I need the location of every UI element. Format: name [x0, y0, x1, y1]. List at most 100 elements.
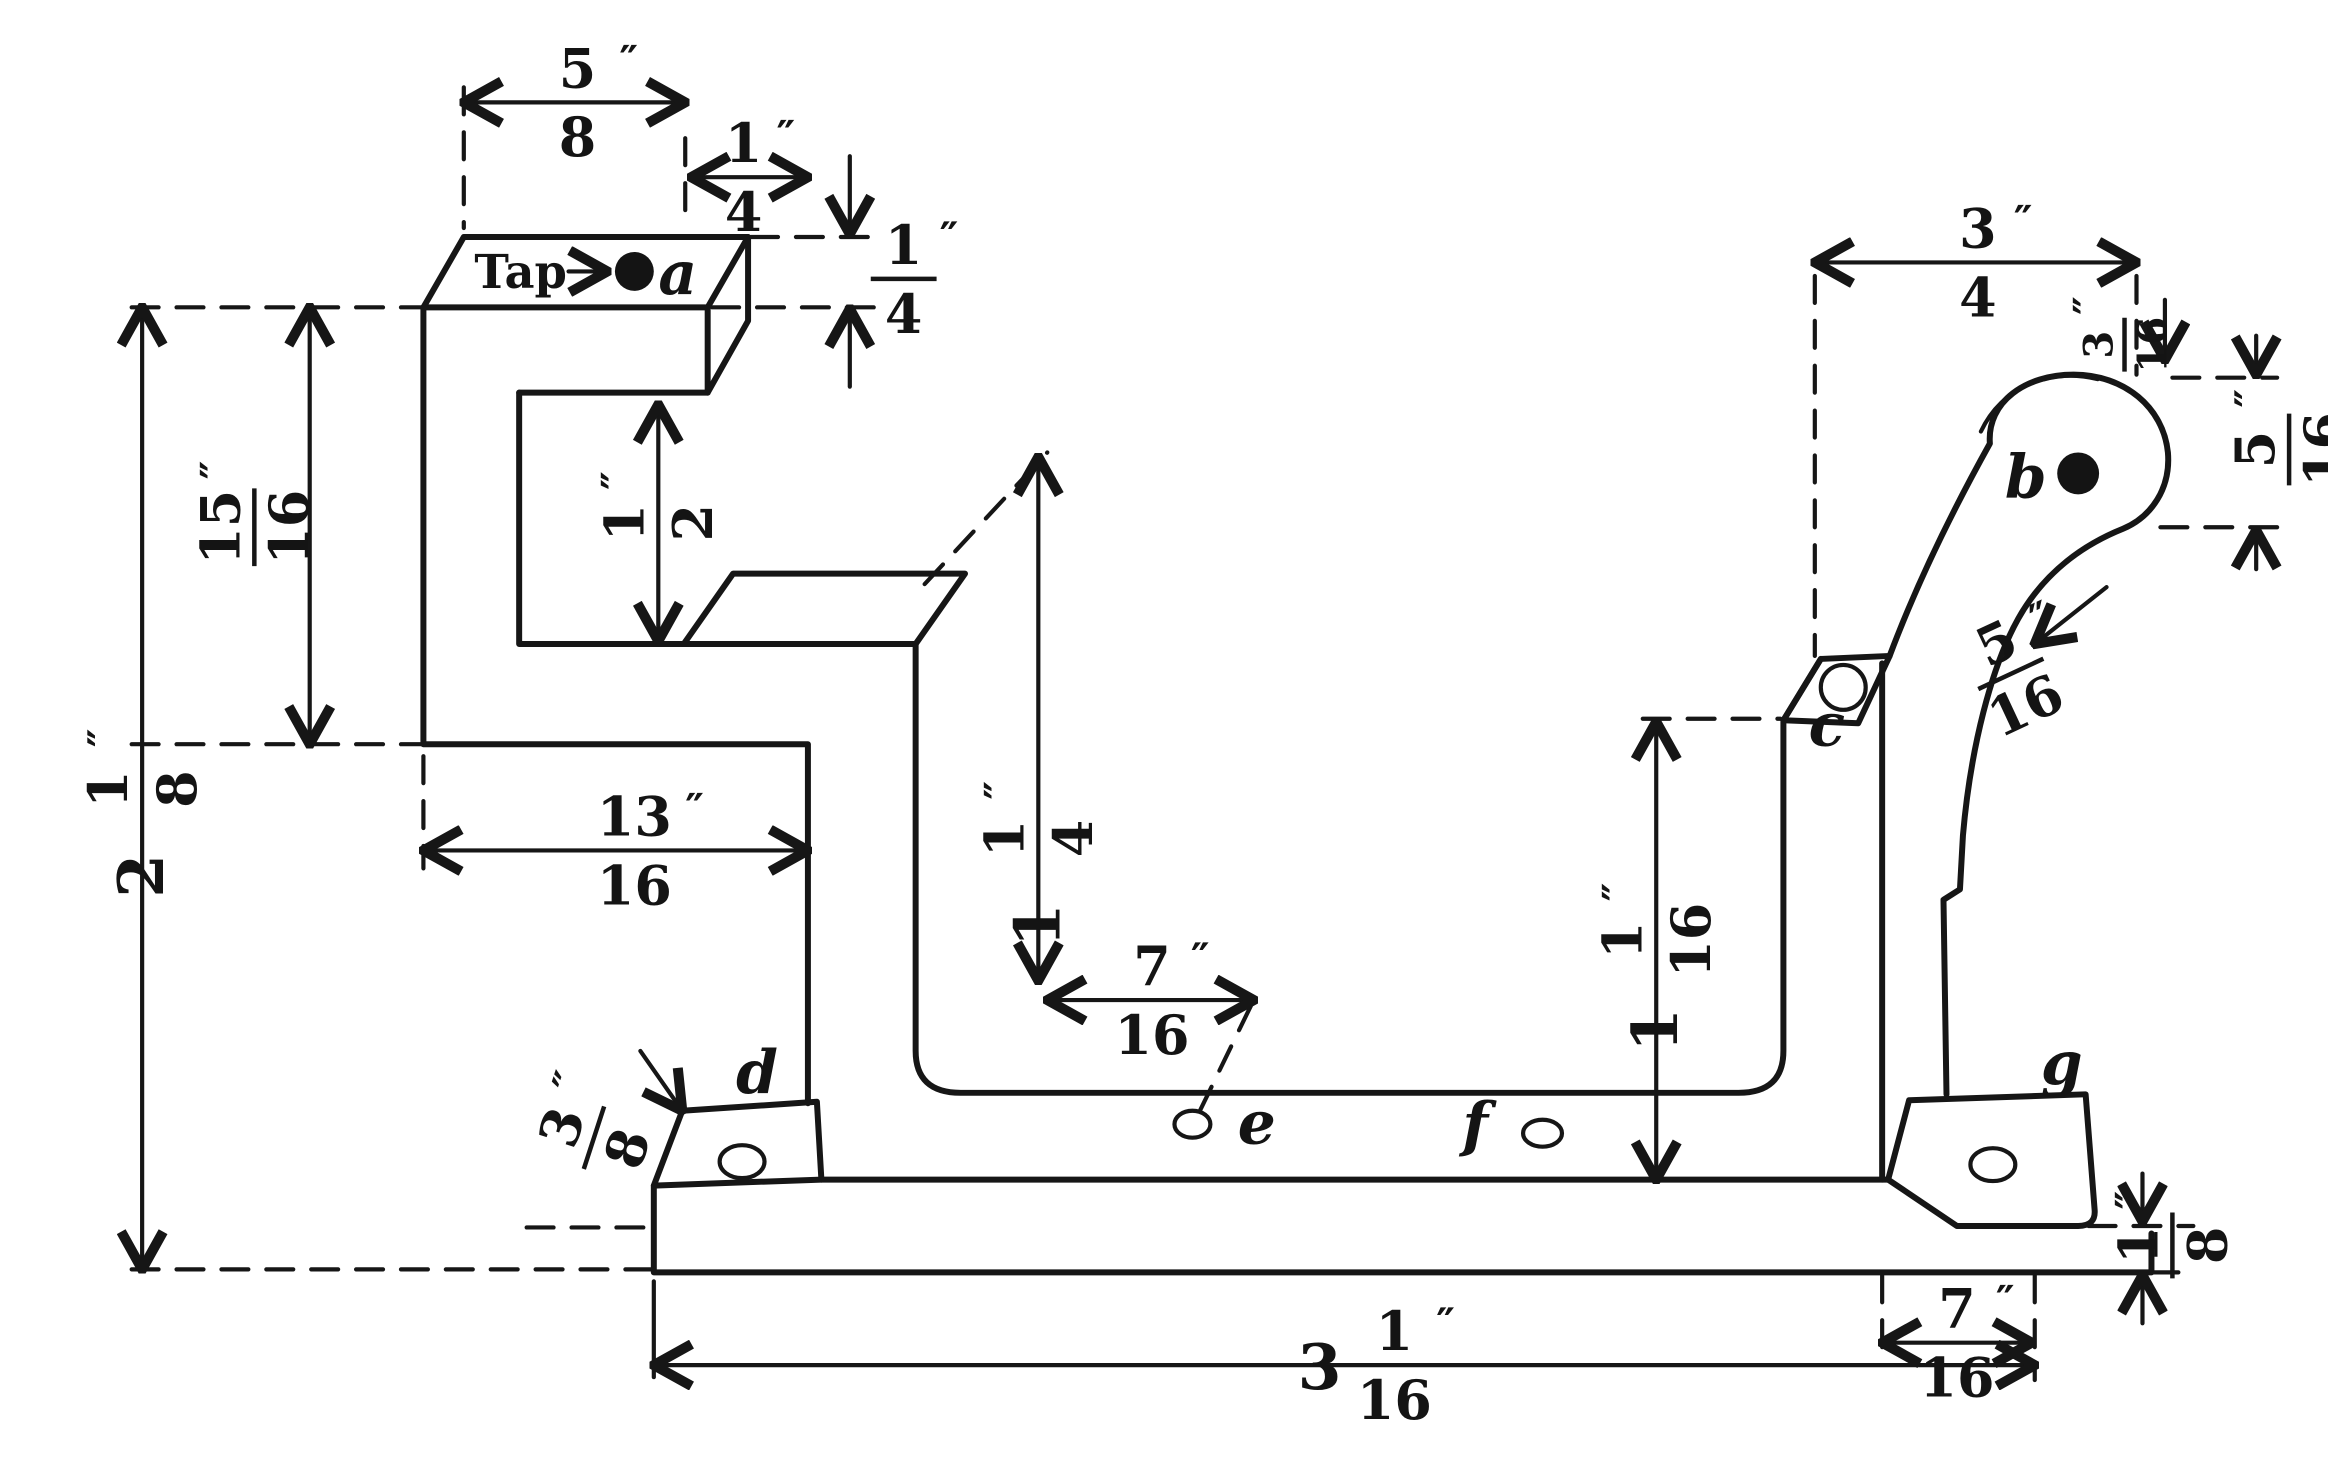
hole-b — [2057, 452, 2100, 495]
denominator: 8 — [2175, 1227, 2239, 1264]
unit: ″ — [1191, 934, 1210, 983]
label-g: g — [2041, 1029, 2083, 1099]
whole-number: 2 — [104, 854, 178, 898]
unit: ″ — [2022, 591, 2060, 643]
numerator: 1 — [1376, 1299, 1413, 1363]
label-b: b — [2005, 442, 2047, 512]
dimension-lines — [142, 102, 2256, 1377]
unit: ″ — [2226, 389, 2275, 408]
numerator: 3 — [1959, 196, 1996, 260]
denominator: 8 — [145, 770, 209, 807]
ext-step-diagonal — [922, 450, 1050, 587]
numerator: 13 — [597, 784, 672, 848]
fraction-bar — [581, 1105, 607, 1170]
label-f: f — [1458, 1090, 1497, 1160]
holes — [614, 251, 2100, 1184]
tab-side-thickness — [704, 234, 752, 396]
numerator: 15 — [188, 490, 252, 565]
unit: ″ — [1436, 1299, 1455, 1348]
unit: ″ — [685, 785, 704, 834]
foot-g — [1885, 1091, 2098, 1229]
dim-overall-height: 2 1 8 ″ — [76, 728, 209, 897]
dim-foot-g-offset: 7 16 ″ — [1919, 1277, 2014, 1410]
unit: ″ — [2065, 296, 2114, 315]
point-labels: Tap a b c d e f g — [474, 239, 2082, 1160]
dimension-text: 5 8 ″ 1 4 ″ 1 4 ″ 15 16 ″ 2 1 8 ″ 1 — [76, 36, 2328, 1432]
step-top-face — [680, 570, 969, 647]
leader-hole-c — [2035, 585, 2109, 644]
hole-a — [614, 251, 654, 291]
unit: ″ — [2106, 1191, 2155, 1210]
label-e: e — [1238, 1089, 1276, 1159]
arm-and-boss — [1886, 371, 2172, 1098]
extension-lines — [129, 85, 2280, 1383]
dim-tab-thickness: 1 4 ″ — [870, 213, 959, 346]
dim-boss-height: 5 16 ″ — [2223, 389, 2328, 487]
hole-e — [1172, 1108, 1213, 1140]
numerator: 3 — [2075, 331, 2123, 359]
fraction-bar — [1977, 656, 2045, 692]
numerator: 7 — [1133, 934, 1170, 998]
whole-number: 3 — [1298, 1330, 1342, 1404]
dim-foot-d: 3 8 ″ — [525, 1065, 663, 1176]
tap-note: Tap — [474, 244, 567, 299]
dim-hole-e-offset: 7 16 ″ — [1115, 934, 1210, 1067]
dim-mid-height: 1 1 4 ″ — [972, 781, 1105, 947]
denominator: 16 — [1115, 1003, 1190, 1067]
numerator: 1 — [76, 770, 140, 807]
numerator: 5 — [2223, 431, 2287, 468]
dim-base-lip: 1 8 ″ — [2106, 1191, 2239, 1279]
denominator: 16 — [2292, 412, 2328, 487]
denominator: 16 — [597, 853, 672, 917]
numerator: 1 — [1590, 921, 1654, 958]
boss-thickness-line — [1978, 373, 2100, 434]
dim-boss-lip: 3 16 ″ — [2065, 296, 2177, 373]
hole-f — [1520, 1117, 1565, 1149]
denominator: 16 — [1919, 1346, 1994, 1410]
denominator: 8 — [559, 105, 596, 169]
label-a: a — [658, 239, 697, 309]
whole-number: 1 — [1618, 1008, 1692, 1052]
dim-right-height: 1 1 16 ″ — [1590, 883, 1723, 1052]
unit: ″ — [776, 111, 795, 160]
denominator: 16 — [1357, 1368, 1432, 1432]
unit: ″ — [2014, 197, 2033, 246]
dim-tab-width: 5 8 ″ — [559, 36, 638, 169]
dim-arm-width: 3 4 ″ — [1959, 196, 2032, 329]
numerator: 1 — [592, 504, 656, 541]
foot-d — [650, 1098, 825, 1189]
numerator: 1 — [972, 820, 1036, 857]
dim-upper-height: 15 16 ″ — [188, 461, 321, 567]
denominator: 16 — [257, 490, 321, 565]
unit: ″ — [191, 461, 240, 480]
label-d: d — [736, 1038, 778, 1108]
unit: ″ — [940, 213, 959, 262]
denominator: 4 — [885, 282, 922, 346]
hole-c-ring — [1818, 662, 1868, 712]
numerator: 1 — [2106, 1227, 2170, 1264]
dim-overall-length: 3 1 16 ″ — [1298, 1299, 1455, 1432]
denominator: 4 — [1041, 820, 1105, 857]
unit: ″ — [1593, 883, 1642, 902]
unit: ″ — [619, 36, 638, 85]
leader-foot-d — [638, 1048, 682, 1111]
dim-tab-offset: 1 4 ″ — [725, 111, 795, 244]
unit: ″ — [79, 728, 128, 747]
inner-profile — [516, 389, 1824, 1096]
numerator: 5 — [559, 36, 596, 100]
left-outer-profile — [420, 304, 811, 1107]
unit: ″ — [592, 471, 641, 490]
unit: ″ — [975, 781, 1024, 800]
whole-number: 1 — [1000, 903, 1074, 947]
numerator: 1 — [885, 213, 922, 277]
numerator: 7 — [1938, 1277, 1975, 1341]
numerator: 3 — [525, 1099, 597, 1154]
unit: ″ — [542, 1065, 594, 1098]
denominator: 4 — [725, 180, 762, 244]
dim-step-width: 13 16 ″ — [597, 784, 704, 917]
denominator: 2 — [661, 504, 725, 541]
denominator: 16 — [1659, 903, 1723, 978]
numerator: 1 — [725, 111, 762, 175]
denominator: 8 — [591, 1121, 663, 1176]
